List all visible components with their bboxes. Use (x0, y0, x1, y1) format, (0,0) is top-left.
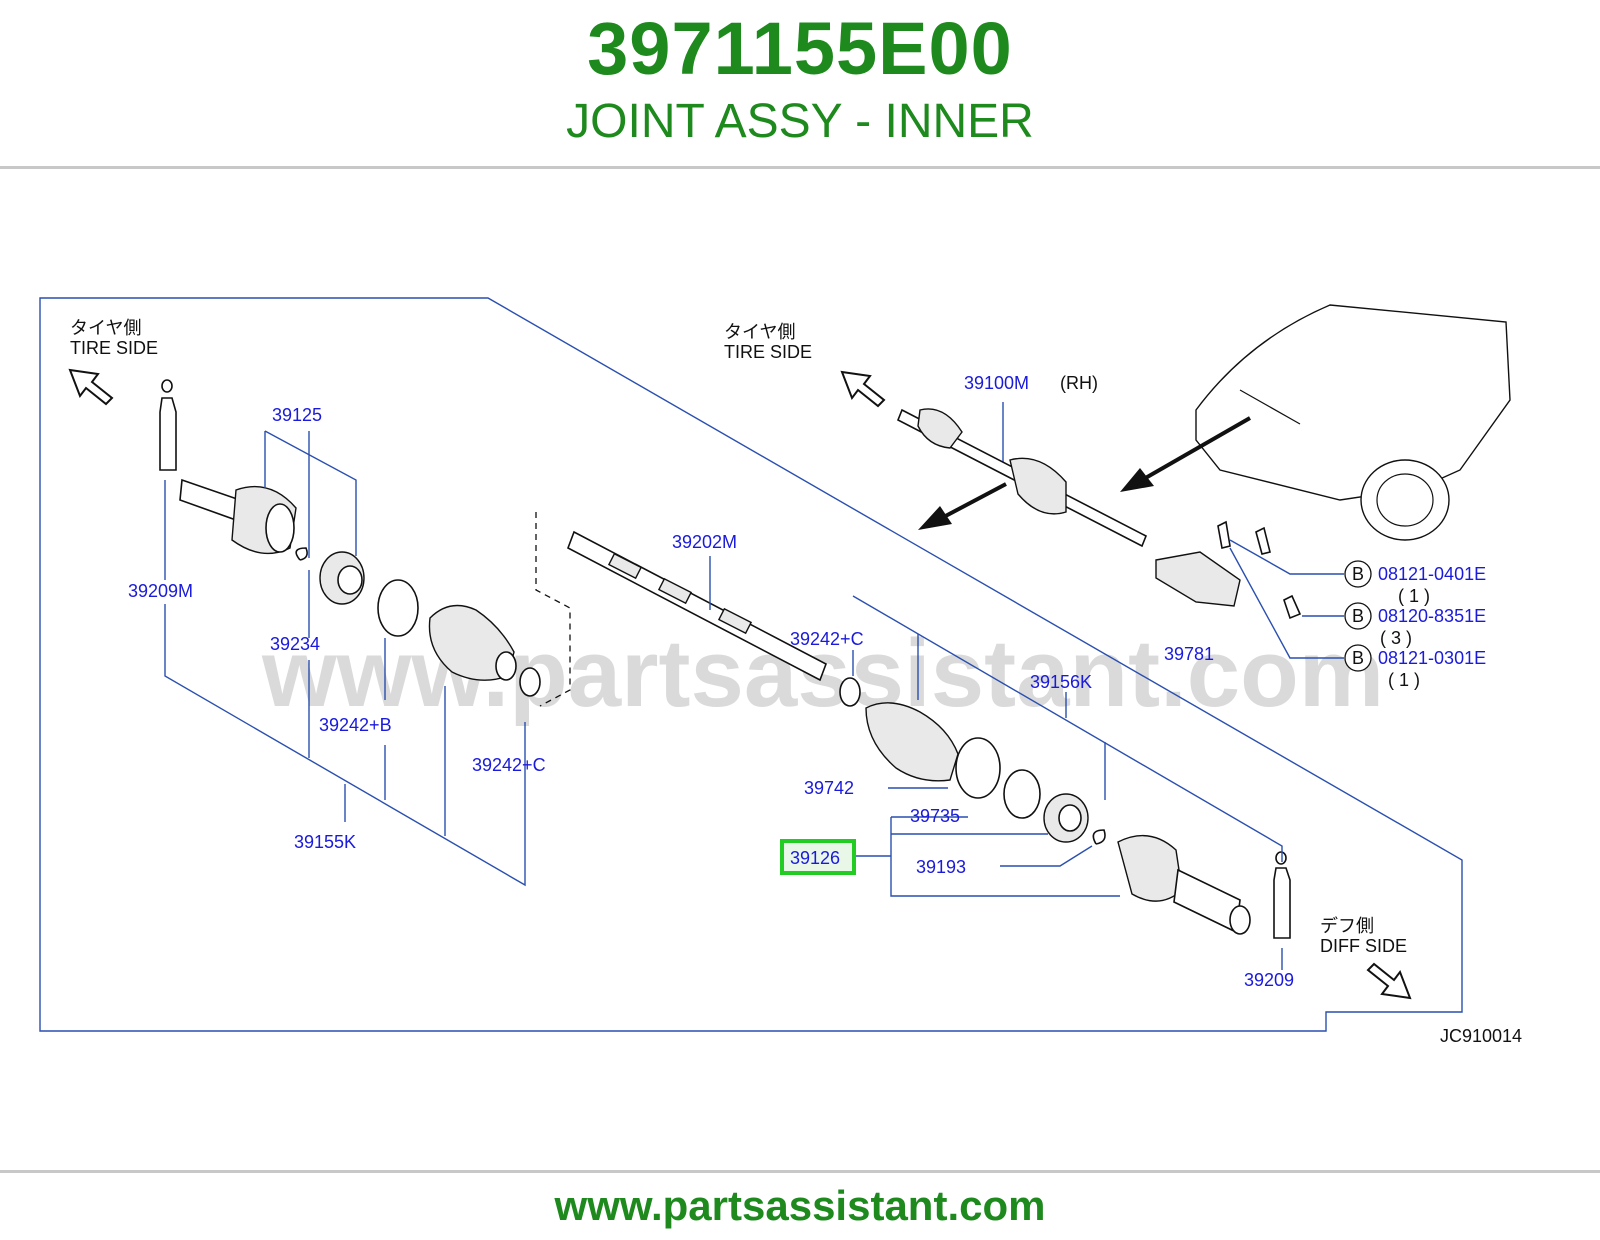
boot-39742 (865, 702, 959, 782)
page-header: 3971155E00 JOINT ASSY - INNER (0, 0, 1600, 168)
outer-cv-joint (179, 478, 297, 555)
circlip-39193 (1092, 829, 1106, 845)
footer-url[interactable]: www.partsassistant.com (554, 1182, 1046, 1229)
grease-tube-39209m (159, 379, 177, 471)
inner-cv-joint-39126 (1117, 834, 1251, 935)
rh-label: (RH) (1060, 373, 1098, 393)
part-name: JOINT ASSY - INNER (566, 95, 1034, 148)
circlip-39234 (295, 547, 308, 561)
bolt-badge-1: B (1352, 564, 1364, 584)
tire-side-arrow-right (840, 370, 886, 408)
bolt-callout-1: B 08121-0401E ( 1 ) (1229, 539, 1486, 606)
tire-side-jp-right: タイヤ側 (724, 322, 795, 342)
bolt-badge-2: B (1352, 606, 1364, 626)
bolt-qty-1: ( 1 ) (1398, 586, 1430, 606)
bolt-callout-3: B 08121-0301E ( 1 ) (1229, 547, 1486, 690)
bolt-qty-3: ( 1 ) (1388, 670, 1420, 690)
snap-ring (1003, 769, 1041, 819)
label-39742[interactable]: 39742 (804, 778, 854, 798)
vehicle-outline (1195, 304, 1511, 541)
bolt-qty-2: ( 3 ) (1380, 628, 1412, 648)
tire-side-en-right: TIRE SIDE (724, 342, 812, 362)
direction-arrows (918, 416, 1251, 530)
label-39126[interactable]: 39126 (790, 848, 840, 868)
label-39155k[interactable]: 39155K (294, 832, 356, 852)
diagram-frame (39, 297, 1463, 1032)
tire-side-jp-left: タイヤ側 (70, 318, 141, 338)
label-39242c-mid[interactable]: 39242+C (790, 629, 864, 649)
header-divider (0, 166, 1600, 169)
leader-lines (164, 402, 1283, 970)
boot-band-39242b (377, 579, 419, 637)
label-39125[interactable]: 39125 (272, 405, 322, 425)
rh-driveshaft-39100m (896, 408, 1148, 548)
bolt-number-3[interactable]: 08121-0301E (1378, 648, 1486, 668)
label-39202m[interactable]: 39202M (672, 532, 737, 552)
drive-shaft-39202m (567, 530, 827, 682)
highlight-box-39126 (780, 839, 856, 875)
label-39242b[interactable]: 39242+B (319, 715, 392, 735)
part-number: 3971155E00 (587, 7, 1013, 90)
left-assembly (159, 379, 541, 697)
label-39100m[interactable]: 39100M (964, 373, 1029, 393)
tire-side-en-left: TIRE SIDE (70, 338, 158, 358)
bolt-badge-3: B (1352, 648, 1364, 668)
label-39156k[interactable]: 39156K (1030, 672, 1092, 692)
inner-race-39735 (1043, 793, 1089, 843)
bolt-number-2[interactable]: 08120-8351E (1378, 606, 1486, 626)
diff-side-arrow (1366, 962, 1412, 1000)
bolt-callout-2: B 08120-8351E ( 3 ) (1302, 602, 1486, 648)
label-39209m[interactable]: 39209M (128, 581, 193, 601)
inner-race-39125 (319, 551, 365, 605)
boot-band-39242c-left (519, 667, 541, 697)
boot-band-39156k (955, 737, 1001, 799)
tire-side-arrow-left (68, 368, 114, 406)
bolt-number-1[interactable]: 08121-0401E (1378, 564, 1486, 584)
footer-divider (0, 1170, 1600, 1173)
dashed-outline (535, 512, 571, 707)
grease-tube-39209 (1273, 851, 1291, 939)
label-39735[interactable]: 39735 (910, 806, 960, 826)
label-39242c-left[interactable]: 39242+C (472, 755, 546, 775)
boot-39155k (428, 604, 517, 681)
diagram-code: JC910014 (1440, 1026, 1522, 1046)
label-39193[interactable]: 39193 (916, 857, 966, 877)
bracket-39781 (1155, 520, 1302, 620)
label-39209[interactable]: 39209 (1244, 970, 1294, 990)
diff-side-en: DIFF SIDE (1320, 936, 1407, 956)
right-assembly (839, 677, 1291, 939)
boot-band-39242c-mid (839, 677, 861, 707)
label-39781[interactable]: 39781 (1164, 644, 1214, 664)
diff-side-jp: デフ側 (1320, 916, 1374, 936)
label-39234[interactable]: 39234 (270, 634, 320, 654)
